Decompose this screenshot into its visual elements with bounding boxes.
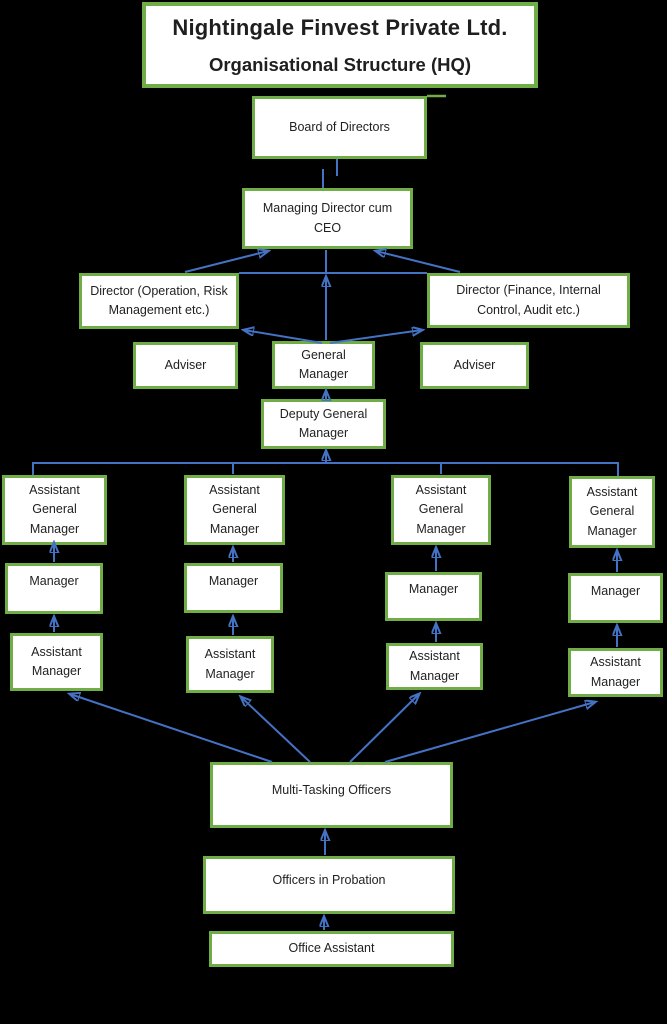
node-general-manager: General Manager bbox=[272, 341, 375, 389]
node-agm-3: Assistant General Manager bbox=[391, 475, 491, 545]
arrow-director-finance-to-md bbox=[376, 251, 461, 273]
node-assistant-manager-2: Assistant Manager bbox=[186, 636, 274, 693]
connector-trunk-line bbox=[32, 462, 619, 476]
node-manager-2: Manager bbox=[184, 563, 283, 613]
node-adviser-left: Adviser bbox=[133, 342, 238, 389]
arrow-mto-to-am1 bbox=[70, 694, 273, 763]
chart-subtitle: Organisational Structure (HQ) bbox=[208, 53, 472, 75]
node-agm-2: Assistant General Manager bbox=[184, 475, 285, 545]
arrow-mto-to-am4 bbox=[384, 702, 595, 763]
node-adviser-right: Adviser bbox=[420, 342, 529, 389]
node-manager-3: Manager bbox=[385, 572, 482, 621]
node-agm-4: Assistant General Manager bbox=[569, 476, 655, 548]
node-office-assistant: Office Assistant bbox=[209, 931, 454, 967]
node-manager-1: Manager bbox=[5, 563, 103, 614]
arrow-director-operation-to-md bbox=[184, 251, 268, 273]
node-assistant-manager-4: Assistant Manager bbox=[568, 648, 663, 697]
node-manager-4: Manager bbox=[568, 573, 663, 623]
arrow-mto-to-am3 bbox=[349, 694, 419, 763]
node-assistant-manager-1: Assistant Manager bbox=[10, 633, 103, 691]
node-agm-1: Assistant General Manager bbox=[2, 475, 107, 545]
node-managing-director-ceo: Managing Director cum CEO bbox=[242, 188, 413, 249]
node-director-operation: Director (Operation, Risk Management etc… bbox=[79, 273, 239, 329]
arrow-mto-to-am2 bbox=[241, 697, 311, 763]
node-deputy-general-manager: Deputy General Manager bbox=[261, 399, 386, 449]
node-director-finance: Director (Finance, Internal Control, Aud… bbox=[427, 273, 630, 328]
node-board-of-directors: Board of Directors bbox=[252, 96, 427, 159]
node-assistant-manager-3: Assistant Manager bbox=[386, 643, 483, 690]
chart-title-box: Nightingale Finvest Private Ltd. Organis… bbox=[142, 2, 538, 88]
node-officers-in-probation: Officers in Probation bbox=[203, 856, 455, 914]
company-name: Nightingale Finvest Private Ltd. bbox=[172, 14, 508, 40]
node-multi-tasking-officers: Multi-Tasking Officers bbox=[210, 762, 453, 828]
